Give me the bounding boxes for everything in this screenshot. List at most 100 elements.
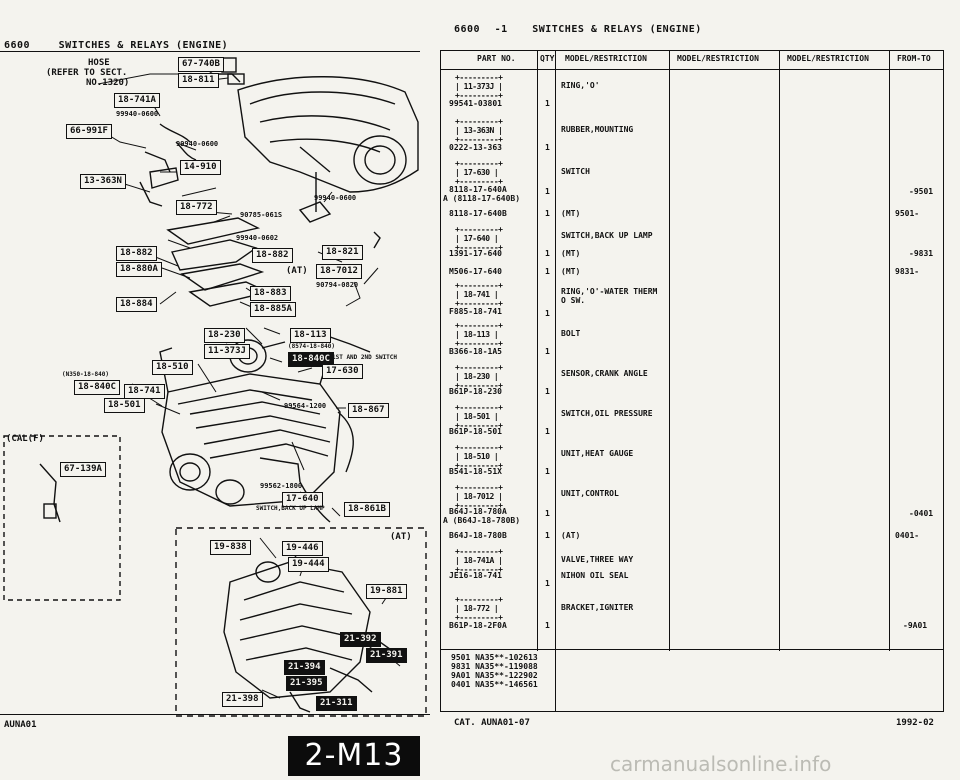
col-rule-1 [537,51,538,651]
part-label-99940-0600-a: 99940-0600 [116,110,159,118]
hose-note-2: (REFER TO SECT. [46,68,128,78]
ref-18-113: 18-113 [463,330,490,339]
callout-19-881[interactable]: 19-881 [366,584,407,599]
callout-18-230[interactable]: 18-230 [204,328,245,343]
part-number: B541-18-51X [449,467,502,476]
left-header-rule [0,51,420,52]
col-model-3: MODEL/RESTRICTION [787,54,869,63]
description: RING,'O'-WATER THERM [561,287,658,296]
callout-19-444[interactable]: 19-444 [288,557,329,572]
description: RING,'O' [561,81,600,90]
description-2: NIHON OIL SEAL [561,571,629,580]
qty: 1 [545,209,550,218]
qty: 1 [545,509,550,518]
callout-21-398[interactable]: 21-398 [222,692,263,707]
description: (AT) [561,531,581,540]
ref-18-230: 18-230 [463,372,490,381]
callout-21-311[interactable]: 21-311 [316,696,357,711]
part-number: B366-18-1A5 [449,347,502,356]
callout-18-821[interactable]: 18-821 [322,245,363,260]
description: (MT) [561,267,581,276]
col-qty: QTY [540,54,555,63]
callout-18-510[interactable]: 18-510 [152,360,193,375]
callout-13-363N[interactable]: 13-363N [80,174,126,189]
note-backup-lamp: SWITCH,BACK UP LAMP [256,505,325,512]
callout-18-867[interactable]: 18-867 [348,403,389,418]
qty: 1 [545,621,550,630]
callout-21-395[interactable]: 21-395 [286,676,327,691]
left-header-title: SWITCHES & RELAYS (ENGINE) [58,40,229,51]
note-cal-f: (CAL(F) [6,434,44,444]
callout-18-811[interactable]: 18-811 [178,73,219,88]
left-footer-code: AUNA01 [4,720,37,730]
ref-box: +---------+ | 18-510 | +---------+ [455,443,503,470]
from-to: 9831- [895,267,920,276]
callout-18-741A[interactable]: 18-741A [114,93,160,108]
right-footer-cat: CAT. AUNA01-07 [454,718,530,728]
from-to: -9A01 [903,621,928,630]
hose-note-3: NO.1320) [86,78,130,88]
part-label-90794-0820: 90794-0820 [316,281,359,289]
description-2: O SW. [561,296,586,305]
qty: 1 [545,427,550,436]
callout-21-391[interactable]: 21-391 [366,648,407,663]
callout-18-741[interactable]: 18-741 [124,384,165,399]
part-number: 0222-13-363 [449,143,502,152]
description: UNIT,CONTROL [561,489,619,498]
ref-18-772: 18-772 [463,604,490,613]
qty: 1 [545,99,550,108]
part-label-99940-0600-c: 99940-0600 [314,194,357,202]
callout-18-861B[interactable]: 18-861B [344,502,390,517]
ref-box: +---------+ | 18-230 | +---------+ [455,363,503,390]
callout-18-882-a[interactable]: 18-882 [116,246,157,261]
qty: 1 [545,187,550,196]
callout-18-880A[interactable]: 18-880A [116,262,162,277]
description: SENSOR,CRANK ANGLE [561,369,648,378]
callout-21-394[interactable]: 21-394 [284,660,325,675]
part-label-99940-0602: 99940-0602 [236,234,279,242]
ref-18-741: 18-741 [463,290,490,299]
callout-18-882-b[interactable]: 18-882 [252,248,293,263]
qty: 1 [545,467,550,476]
ref-box: +---------+ | 18-501 | +---------+ [455,403,503,430]
ref-18-741A: 18-741A [463,556,495,565]
callout-18-883[interactable]: 18-883 [250,286,291,301]
callout-66-991F[interactable]: 66-991F [66,124,112,139]
note-n350: (N350-18-840) [62,371,109,378]
col-part-no: PART NO. [477,54,516,63]
part-number: F885-18-741 [449,307,502,316]
callout-18-772[interactable]: 18-772 [176,200,217,215]
from-to: -9501 [909,187,934,196]
callout-17-630[interactable]: 17-630 [322,364,363,379]
callout-18-501[interactable]: 18-501 [104,398,145,413]
col-model-2: MODEL/RESTRICTION [677,54,759,63]
ref-box: +---------+ | 18-741A | +---------+ [455,547,503,574]
part-label-99940-0600-b: 99940-0600 [176,140,219,148]
qty: 1 [545,579,550,588]
callout-19-838[interactable]: 19-838 [210,540,251,555]
description-2: (MT) [561,249,581,258]
callout-14-910[interactable]: 14-910 [180,160,221,175]
from-to: 0401- [895,531,920,540]
callout-17-640[interactable]: 17-640 [282,492,323,507]
callout-18-113[interactable]: 18-113 [290,328,331,343]
ref-box: +---------+ | 18-7012 | +---------+ [455,483,503,510]
callout-18-840C-a[interactable]: 18-840C [288,352,334,367]
col-rule-3 [669,51,670,651]
callout-19-446[interactable]: 19-446 [282,541,323,556]
callout-67-139A[interactable]: 67-139A [60,462,106,477]
part-number: 99541-03801 [449,99,502,108]
callout-11-373J[interactable]: 11-373J [204,344,250,359]
callout-18-7012[interactable]: 18-7012 [316,264,362,279]
callout-21-392[interactable]: 21-392 [340,632,381,647]
part-label-99564-1200: 99564-1200 [284,402,327,410]
callout-18-885A[interactable]: 18-885A [250,302,296,317]
description: VALVE,THREE WAY [561,555,634,564]
left-header-code: 6600 [4,40,31,51]
description: SWITCH [561,167,590,176]
callout-18-884[interactable]: 18-884 [116,297,157,312]
note-at-mid: (AT) [286,266,308,276]
part-number: B64J-18-780A [449,507,507,516]
callout-67-740B[interactable]: 67-740B [178,57,224,72]
callout-18-840C-b[interactable]: 18-840C [74,380,120,395]
